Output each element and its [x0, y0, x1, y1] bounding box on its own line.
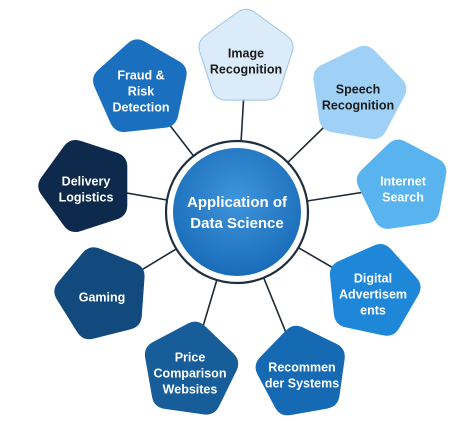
node-label-delivery-logistics: Logistics	[59, 190, 114, 204]
node-gaming: Gaming	[54, 247, 145, 340]
node-label-fraud-risk-detection: Detection	[113, 100, 170, 114]
pentagon-digital-advertisements	[329, 244, 421, 336]
node-label-delivery-logistics: Delivery	[62, 174, 111, 188]
node-label-price-comparison-websites: Comparison	[154, 366, 227, 380]
node-label-internet-search: Internet	[380, 174, 427, 188]
node-label-recommender-systems: der Systems	[265, 376, 339, 390]
node-label-price-comparison-websites: Price	[175, 350, 206, 364]
node-label-digital-advertisements: Digital	[354, 271, 392, 285]
pentagon-internet-search	[356, 139, 447, 229]
center-circle	[173, 148, 301, 276]
node-recommender-systems: Recommen der Systems	[255, 325, 345, 416]
node-label-internet-search: Search	[382, 190, 424, 204]
pentagon-price-comparison-websites	[144, 321, 239, 415]
node-label-digital-advertisements: Advertisem	[339, 287, 407, 301]
node-label-fraud-risk-detection: Risk	[128, 84, 154, 98]
pentagon-delivery-logistics	[38, 139, 128, 233]
node-label-image-recognition: Recognition	[210, 62, 282, 76]
pentagon-gaming	[54, 247, 145, 340]
node-label-speech-recognition: Speech	[336, 82, 380, 96]
pentagon-image-recognition	[198, 8, 294, 101]
node-label-speech-recognition: Recognition	[322, 98, 394, 112]
node-label-recommender-systems: Recommen	[268, 360, 335, 374]
node-label-fraud-risk-detection: Fraud &	[117, 68, 164, 82]
center-title: Application of	[187, 194, 288, 211]
node-label-price-comparison-websites: Websites	[163, 382, 218, 396]
pentagon-recommender-systems	[255, 325, 345, 416]
node-group: ImageRecognitionSpeechRecognitionInterne…	[38, 8, 447, 416]
pentagon-fraud-risk-detection	[93, 39, 187, 133]
node-label-image-recognition: Image	[228, 46, 264, 60]
pentagon-speech-recognition	[313, 45, 407, 140]
center-node: Application of Data Science	[164, 139, 310, 285]
node-label-digital-advertisements: ents	[360, 303, 386, 317]
center-title: Data Science	[190, 215, 283, 232]
node-label-gaming: Gaming	[79, 290, 126, 304]
